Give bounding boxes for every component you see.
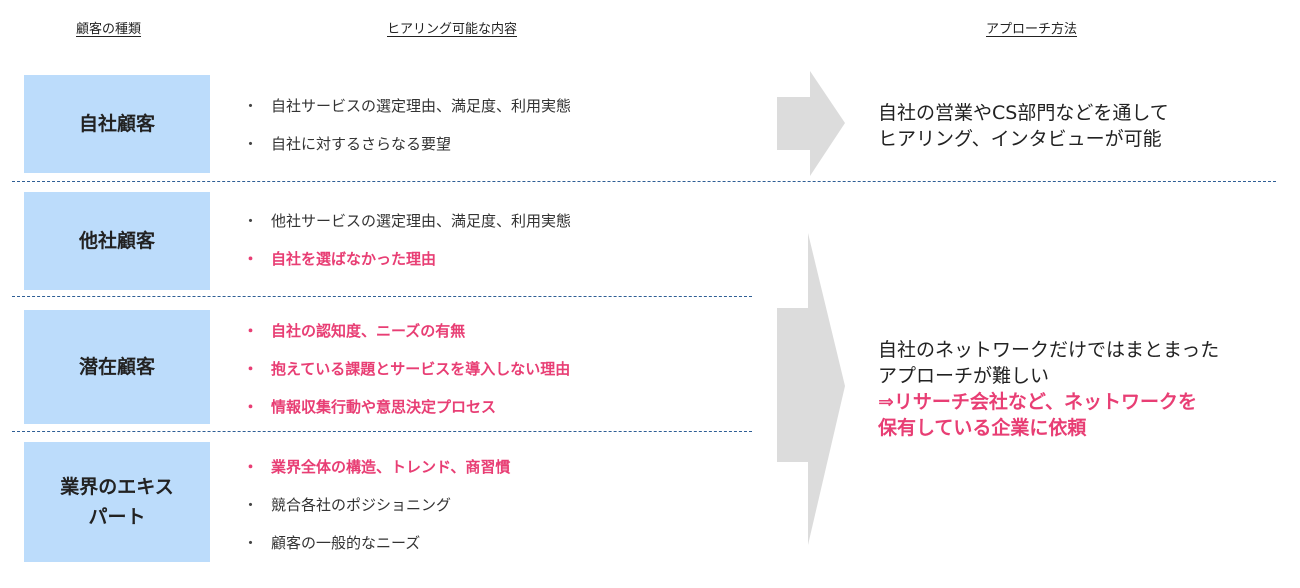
header-hearing-content: ヒアリング可能な内容 [387,22,518,37]
items-own-customers: ・自社サービスの選定理由、満足度、利用実態 ・自社に対するさらなる要望 [243,87,571,163]
arrow-external-customers [777,233,845,545]
category-label: 自社顧客 [78,113,155,135]
approach-external: 自社のネットワークだけではまとまった アプローチが難しい ⇒リサーチ会社など、ネ… [878,337,1219,441]
category-other-customers: 他社顧客 [24,192,210,290]
list-item-highlighted: ・自社の認知度、ニーズの有無 [243,312,570,350]
item-text: 自社に対するさらなる要望 [271,135,452,153]
items-industry-experts: ・業界全体の構造、トレンド、商習慣 ・競合各社のポジショニング ・顧客の一般的な… [243,448,510,562]
item-text: 情報収集行動や意思決定プロセス [271,398,497,416]
list-item: ・自社に対するさらなる要望 [243,125,571,163]
bullet-icon: ・ [243,135,259,153]
item-text: 抱えている課題とサービスを導入しない理由 [271,360,571,378]
approach-line: 自社のネットワークだけではまとまった [878,339,1220,361]
approach-line: アプローチが難しい [878,365,1050,387]
category-label-line1: 業界のエキス [60,476,174,498]
category-own-customers: 自社顧客 [24,75,210,173]
list-item: ・顧客の一般的なニーズ [243,524,510,562]
category-potential-customers: 潜在顧客 [24,310,210,424]
separator-left [12,296,752,297]
item-text: 自社を選ばなかった理由 [271,250,437,268]
list-item-highlighted: ・業界全体の構造、トレンド、商習慣 [243,448,510,486]
bullet-icon: ・ [243,458,259,476]
bullet-icon: ・ [243,398,259,416]
list-item: ・他社サービスの選定理由、満足度、利用実態 [243,202,571,240]
item-text: 自社サービスの選定理由、満足度、利用実態 [271,97,572,115]
approach-line-highlighted: 保有している企業に依頼 [878,417,1087,439]
header-customer-type: 顧客の種類 [76,22,142,37]
item-text: 他社サービスの選定理由、満足度、利用実態 [271,212,572,230]
category-label-line2: パート [88,506,146,528]
category-label: 他社顧客 [78,230,155,252]
list-item-highlighted: ・情報収集行動や意思決定プロセス [243,388,570,426]
approach-own-customers: 自社の営業やCS部門などを通して ヒアリング、インタビューが可能 [878,100,1169,152]
items-potential-customers: ・自社の認知度、ニーズの有無 ・抱えている課題とサービスを導入しない理由 ・情報… [243,312,570,426]
header-approach-method: アプローチ方法 [986,22,1078,37]
category-industry-experts: 業界のエキス パート [24,442,210,562]
bullet-icon: ・ [243,322,259,340]
item-text: 競合各社のポジショニング [271,496,452,514]
bullet-icon: ・ [243,212,259,230]
list-item: ・自社サービスの選定理由、満足度、利用実態 [243,87,571,125]
item-text: 顧客の一般的なニーズ [271,534,421,552]
list-item-highlighted: ・自社を選ばなかった理由 [243,240,571,278]
category-label: 潜在顧客 [78,356,155,378]
approach-line: 自社の営業やCS部門などを通して [878,102,1169,124]
list-item-highlighted: ・抱えている課題とサービスを導入しない理由 [243,350,570,388]
items-other-customers: ・他社サービスの選定理由、満足度、利用実態 ・自社を選ばなかった理由 [243,202,571,278]
item-text: 自社の認知度、ニーズの有無 [271,322,466,340]
bullet-icon: ・ [243,360,259,378]
item-text: 業界全体の構造、トレンド、商習慣 [271,458,511,476]
arrow-own-customers [777,71,845,176]
bullet-icon: ・ [243,250,259,268]
separator-full [12,181,1276,182]
separator-left [12,431,752,432]
bullet-icon: ・ [243,534,259,552]
approach-line: ヒアリング、インタビューが可能 [878,128,1162,150]
approach-line-highlighted: ⇒リサーチ会社など、ネットワークを [878,391,1197,413]
bullet-icon: ・ [243,496,259,514]
list-item: ・競合各社のポジショニング [243,486,510,524]
bullet-icon: ・ [243,97,259,115]
